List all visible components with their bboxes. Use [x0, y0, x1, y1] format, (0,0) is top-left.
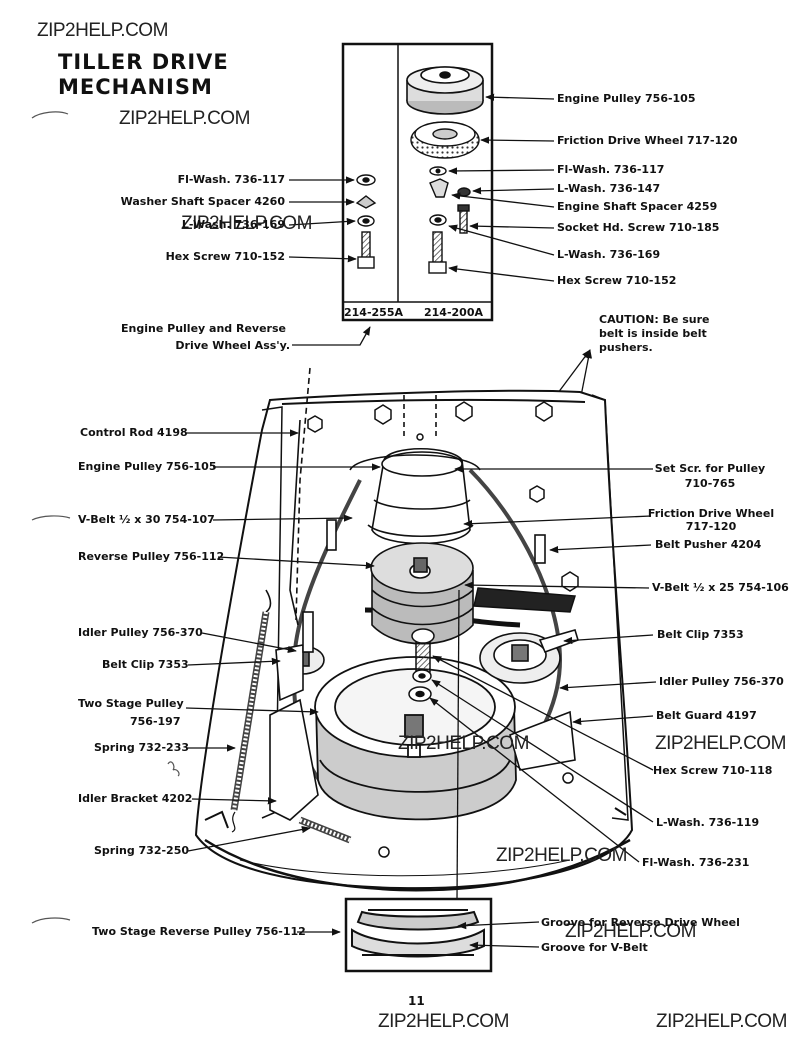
watermark: ZIP2HELP.COM [565, 921, 696, 942]
caution-line3: pushers. [599, 341, 653, 354]
engine-pulley-column [367, 395, 474, 545]
label-shaft-spacer-4259: Engine Shaft Spacer 4259 [557, 200, 718, 213]
center-bolt-stack [408, 628, 435, 702]
watermark: ZIP2HELP.COM [655, 733, 786, 754]
label-friction-line1: Friction Drive Wheel [647, 507, 775, 520]
springs [230, 611, 352, 844]
label-control-rod: Control Rod 4198 [80, 426, 188, 439]
page-title: TILLER DRIVE MECHANISM [58, 50, 229, 100]
label-lwash-169-right: L-Wash. 736-169 [557, 248, 661, 261]
label-idler-pulley-right: Idler Pulley 756-370 [659, 675, 784, 688]
label-hex-screw-152-left: Hex Screw 710-152 [165, 250, 285, 263]
label-groove-vbelt: Groove for V-Belt [541, 941, 648, 954]
label-idler-pulley-left: Idler Pulley 756-370 [78, 626, 203, 639]
watermark: ZIP2HELP.COM [398, 733, 529, 754]
label-hex-screw-152-right: Hex Screw 710-152 [557, 274, 677, 287]
label-two-stage-line2: 756-197 [130, 715, 181, 728]
label-groove-reverse: Groove for Reverse Drive Wheel [541, 916, 740, 929]
label-belt-clip-left: Belt Clip 7353 [102, 658, 189, 671]
label-lwash-119: L-Wash. 736-119 [656, 816, 760, 829]
label-reverse-pulley: Reverse Pulley 756-112 [78, 550, 225, 563]
inset-part-number-left: 214-255A [344, 306, 404, 319]
label-flwash-231: Fl-Wash. 736-231 [642, 856, 750, 869]
watermark: ZIP2HELP.COM [378, 1011, 509, 1032]
label-engine-pulley: Engine Pulley 756-105 [78, 460, 217, 473]
label-washer-spacer-4260: Washer Shaft Spacer 4260 [120, 195, 285, 208]
inset-leaders [288, 93, 555, 346]
label-two-stage-reverse: Two Stage Reverse Pulley 756-112 [92, 925, 306, 938]
label-friction-wheel-inset: Friction Drive Wheel 717-120 [557, 134, 738, 147]
label-spring-233: Spring 732-233 [94, 741, 190, 754]
inset-part-number-right: 214-200A [424, 306, 484, 319]
main-leaders-left [185, 429, 381, 936]
label-idler-bracket: Idler Bracket 4202 [78, 792, 193, 805]
label-engine-pulley-inset: Engine Pulley 756-105 [557, 92, 696, 105]
label-belt-clip-right: Belt Clip 7353 [657, 628, 744, 641]
watermark: ZIP2HELP.COM [119, 108, 250, 129]
label-belt-pusher: Belt Pusher 4204 [655, 538, 762, 551]
label-hex-screw-118: Hex Screw 710-118 [653, 764, 773, 777]
main-leaders-right [429, 465, 657, 901]
label-flwash-117-left: Fl-Wash. 736-117 [177, 173, 285, 186]
label-friction-line2: 717-120 [685, 520, 737, 533]
inset-friction-wheel [410, 121, 480, 159]
watermark: ZIP2HELP.COM [656, 1011, 787, 1032]
caution-line1: CAUTION: Be sure [599, 313, 710, 326]
watermark: ZIP2HELP.COM [181, 213, 312, 234]
watermark: ZIP2HELP.COM [37, 20, 168, 41]
label-spring-250: Spring 732-250 [94, 844, 190, 857]
inset-right-hardware [428, 166, 471, 274]
control-rod [265, 367, 311, 626]
label-assembly-line1: Engine Pulley and Reverse [121, 322, 286, 335]
inset-exploded-view [341, 42, 494, 322]
label-set-screw-line1: Set Scr. for Pulley [654, 462, 766, 475]
page-title-line1: TILLER DRIVE [58, 50, 229, 74]
belt-pusher-guard [326, 519, 576, 771]
label-vbelt-106: V-Belt ½ x 25 754-106 [652, 581, 789, 594]
label-vbelt-107: V-Belt ½ x 30 754-107 [78, 513, 215, 526]
label-socket-screw: Socket Hd. Screw 710-185 [557, 221, 720, 234]
idler-pulley-right [479, 629, 579, 684]
reverse-pulley [370, 542, 474, 645]
inset-left-hardware [355, 174, 377, 269]
watermark: ZIP2HELP.COM [496, 845, 627, 866]
page-number: 11 [408, 994, 425, 1008]
reverse-pulley-detail [344, 897, 540, 973]
label-set-screw-line2: 710-765 [684, 477, 736, 490]
label-two-stage-line1: Two Stage Pulley [78, 697, 184, 710]
label-lwash-169-left: L-Wash. 736-169 [181, 218, 285, 231]
caution-line2: belt is inside belt [599, 327, 707, 340]
label-belt-guard: Belt Guard 4197 [656, 709, 757, 722]
two-stage-pulley [314, 656, 517, 821]
inset-engine-pulley [406, 66, 484, 115]
page-title-line2: MECHANISM [58, 75, 213, 99]
label-lwash-147: L-Wash. 736-147 [557, 182, 661, 195]
margin-marks [31, 111, 180, 924]
label-flwash-117-right: Fl-Wash. 736-117 [557, 163, 665, 176]
label-assembly-line2: Drive Wheel Ass'y. [175, 339, 290, 352]
